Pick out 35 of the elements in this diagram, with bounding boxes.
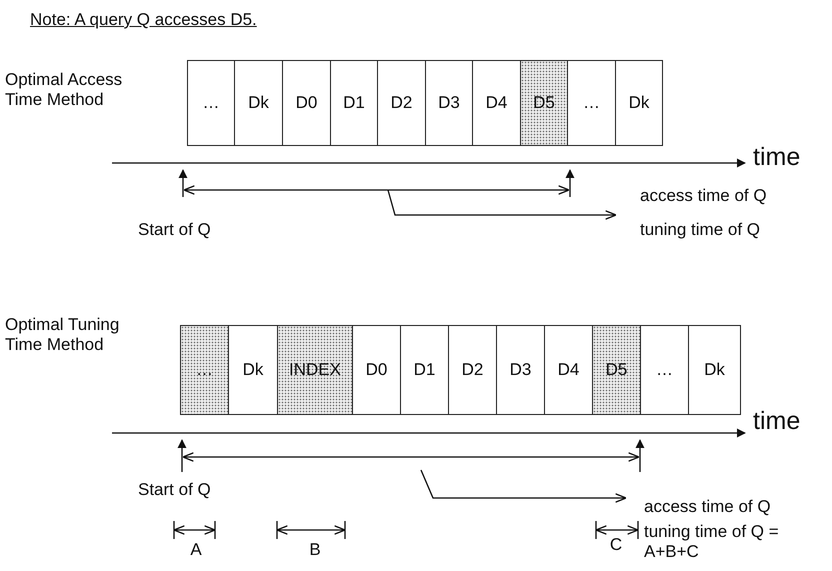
data-segment: Dk <box>234 60 283 146</box>
data-segment: … <box>187 60 235 146</box>
data-segment: D3 <box>425 60 473 146</box>
annotation-text: Start of Q <box>138 220 212 240</box>
data-segment: Dk <box>228 325 278 415</box>
data-segment: … <box>640 325 689 415</box>
data-segment: D5 <box>520 60 568 146</box>
data-segment: D3 <box>496 325 545 415</box>
annotation-text: access time of Q <box>640 186 768 206</box>
data-segment: D1 <box>400 325 449 415</box>
method-label: Optimal Tuning Time Method <box>5 315 120 355</box>
axis-label: time <box>753 143 802 171</box>
data-segment: D2 <box>448 325 497 415</box>
data-segment: … <box>180 325 229 415</box>
annotation-text: tuning time of Q = A+B+C <box>644 522 780 562</box>
annotation-text: access time of Q <box>644 497 772 517</box>
data-segment: Dk <box>615 60 663 146</box>
data-segment: INDEX <box>277 325 353 415</box>
dimension-label: A <box>189 540 203 560</box>
data-segment: … <box>567 60 616 146</box>
method-label: Optimal Access Time Method <box>5 70 124 110</box>
data-segment: D0 <box>282 60 331 146</box>
data-segment: Dk <box>688 325 741 415</box>
data-segment: D1 <box>330 60 378 146</box>
data-segment: D4 <box>544 325 593 415</box>
data-segment: D2 <box>377 60 426 146</box>
data-segment: D5 <box>592 325 641 415</box>
data-segment: D4 <box>472 60 521 146</box>
annotation-text: Start of Q <box>138 480 212 500</box>
axis-label: time <box>753 407 802 435</box>
dimension-label: C <box>608 535 624 555</box>
data-segment: D0 <box>352 325 401 415</box>
dimension-label: B <box>308 540 322 560</box>
note-text: Note: A query Q accesses D5. <box>30 10 257 30</box>
annotation-text: tuning time of Q <box>640 220 762 240</box>
